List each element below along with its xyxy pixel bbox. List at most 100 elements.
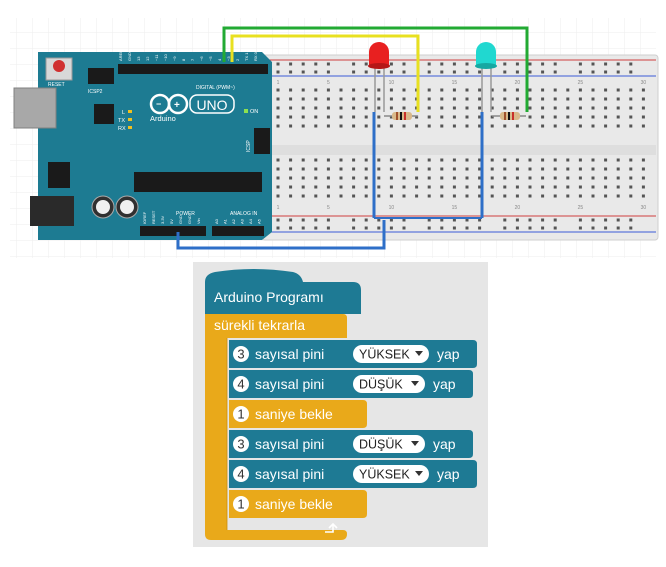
svg-text:−: −: [156, 99, 161, 109]
usb-chip: [94, 104, 114, 124]
column-number: 15: [452, 205, 458, 211]
icsp-header: [254, 128, 270, 154]
digital-pin-label: ~6: [199, 56, 204, 61]
block-label: sayısal pini: [255, 436, 324, 452]
resistor-2: [492, 112, 526, 120]
analog-pin-label: A4: [248, 218, 253, 224]
column-number: 1: [277, 80, 280, 86]
power-pin-label: GND: [187, 215, 192, 224]
reset-label: RESET: [48, 82, 65, 88]
block-suffix: yap: [437, 466, 460, 482]
digital-pin-label: 13: [136, 56, 141, 61]
column-number: 20: [515, 205, 521, 211]
pin-number-input[interactable]: [233, 376, 249, 392]
column-number: 10: [389, 80, 395, 86]
value-dropdown[interactable]: [353, 465, 429, 483]
program-header-label: Arduino Programı: [214, 289, 324, 305]
block-label: saniye bekle: [255, 406, 333, 422]
digital-pin-label: GND: [127, 52, 132, 61]
block-label: sayısal pini: [255, 346, 324, 362]
digital-pin-label: RX 0: [253, 51, 258, 61]
dropdown-value: YÜKSEK: [359, 468, 410, 482]
column-number: 30: [641, 205, 647, 211]
power-pin-label: GND: [178, 215, 183, 224]
chevron-down-icon: [411, 441, 419, 446]
pin-number: 3: [237, 437, 244, 452]
tx-label: TX: [118, 118, 125, 124]
column-number: 10: [389, 205, 395, 211]
on-label: ON: [250, 109, 258, 115]
value-dropdown[interactable]: [353, 345, 429, 363]
digital-pin-label: ~5: [208, 56, 213, 61]
digital-label: DIGITAL (PWM~): [196, 85, 235, 91]
resistor-1: [384, 112, 418, 120]
block-suffix: yap: [433, 436, 456, 452]
block-suffix: yap: [437, 346, 460, 362]
wire-yellow: [230, 34, 420, 112]
seconds-input[interactable]: [233, 496, 249, 512]
power-label: POWER: [176, 211, 195, 217]
digital-pin-label: ~11: [154, 54, 159, 61]
loop-block[interactable]: [205, 314, 347, 540]
pin-number-input[interactable]: [233, 466, 249, 482]
pin-number-input[interactable]: [233, 346, 249, 362]
chevron-down-icon: [415, 351, 423, 356]
value-dropdown[interactable]: [353, 375, 425, 393]
pin-number-input[interactable]: [233, 436, 249, 452]
pin-number: 3: [237, 347, 244, 362]
led-red: [368, 42, 390, 112]
board-model: UNO: [196, 97, 227, 113]
icsp2-header: [88, 68, 114, 84]
block-label: saniye bekle: [255, 496, 333, 512]
icsp2-label: ICSP2: [88, 89, 103, 95]
wait-block[interactable]: 1 saniye bekle: [229, 400, 367, 428]
digital-header: [118, 64, 268, 74]
wires: [176, 26, 529, 250]
analog-pin-label: A1: [223, 218, 228, 224]
microcontroller-chip: [134, 172, 262, 192]
power-pin-label: 3.3V: [160, 215, 165, 224]
digital-pin-label: ~9: [172, 56, 177, 61]
analog-pin-label: A3: [240, 218, 245, 224]
chevron-down-icon: [415, 471, 423, 476]
analog-header: [212, 226, 264, 236]
program-header-block[interactable]: [205, 269, 361, 314]
column-number: 30: [641, 80, 647, 86]
led-cyan: [475, 42, 497, 112]
seconds-input[interactable]: [233, 406, 249, 422]
column-number: 20: [515, 80, 521, 86]
svg-text:+: +: [174, 100, 180, 111]
block-label: sayısal pini: [255, 376, 324, 392]
pin-number: 4: [237, 377, 244, 392]
seconds-value: 1: [237, 407, 244, 422]
digital-pin-label: ~3: [226, 56, 231, 61]
analog-label: ANALOG IN: [230, 211, 258, 217]
power-pin-label: 5V: [169, 219, 174, 224]
board-brand: Arduino: [150, 114, 176, 123]
reset-button[interactable]: [53, 60, 65, 72]
value-dropdown[interactable]: [353, 435, 425, 453]
column-number: 1: [277, 205, 280, 211]
digital-pin-label: TX 1: [244, 52, 249, 61]
digital-pin-label: AREF: [118, 50, 123, 61]
column-number: 25: [578, 80, 584, 86]
power-pin-label: RESET: [151, 210, 156, 224]
column-number: 5: [327, 80, 330, 86]
rx-label: RX: [118, 126, 126, 132]
column-number: 15: [452, 80, 458, 86]
power-pin-label: IOREF: [142, 211, 147, 224]
